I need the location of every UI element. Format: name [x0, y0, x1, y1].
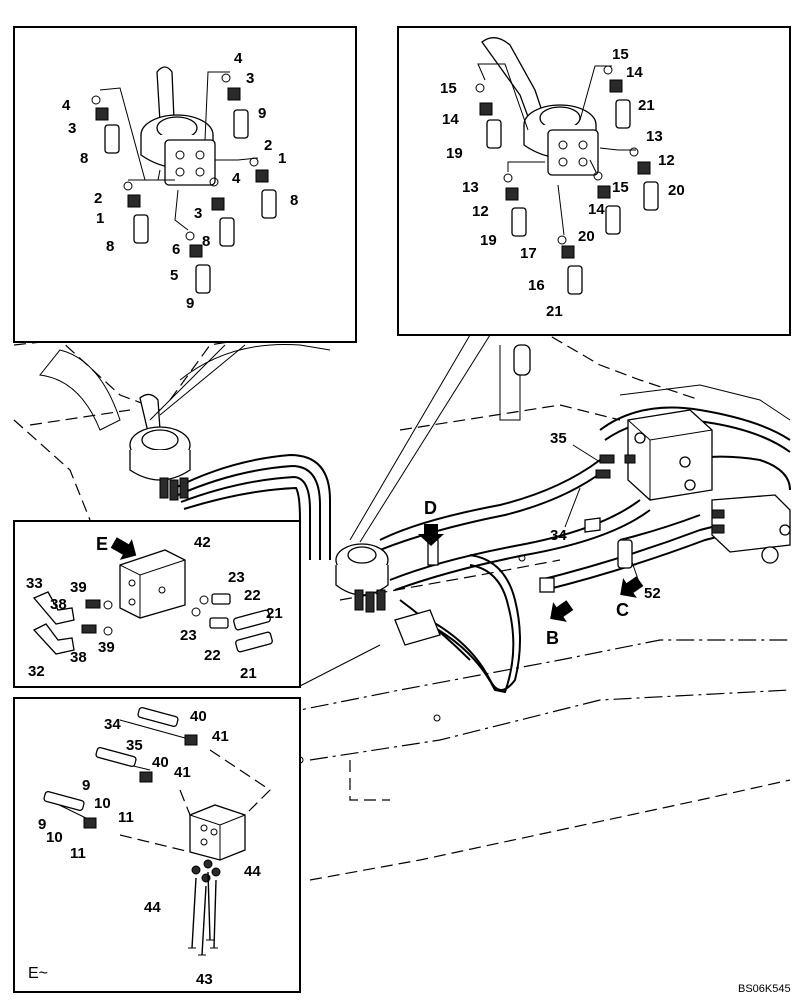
callout: 44: [244, 863, 261, 880]
callout: 40: [152, 754, 169, 771]
callout: 5: [170, 267, 178, 284]
callout: 17: [520, 245, 537, 262]
callout: 21: [240, 665, 257, 682]
callout-labels: 4 3 9 4 3 8 2 1 4 2 1 8 3 8 8 6 5 9 15 1…: [26, 46, 685, 988]
inset-e-detail: [13, 697, 301, 993]
callout: 8: [290, 192, 298, 209]
callout: 15: [612, 46, 629, 63]
callout: 38: [50, 596, 67, 613]
callout: 16: [528, 277, 545, 294]
callout: 4: [62, 97, 71, 114]
inset3-pointer: [299, 644, 381, 687]
view-e-arrow: [110, 537, 137, 560]
inset-view-e: [13, 520, 301, 688]
callout: 20: [668, 182, 685, 199]
view-arrow-d: [418, 524, 444, 546]
inset-left-pilot-valve: [13, 26, 357, 343]
callout: 2: [94, 190, 102, 207]
callout: 23: [180, 627, 197, 644]
inset2-pointer: [349, 334, 491, 543]
callout: 13: [646, 128, 663, 145]
callout: 6: [172, 241, 180, 258]
callout: 11: [70, 845, 86, 862]
callout: 43: [196, 971, 213, 988]
callout: 10: [46, 829, 63, 846]
left-pilot-valve: [129, 393, 191, 501]
callout: 14: [588, 201, 605, 218]
callout: 34: [550, 527, 567, 544]
callout: 8: [202, 233, 210, 250]
callout: 39: [98, 639, 115, 656]
callout: 19: [480, 232, 497, 249]
callout: 3: [68, 120, 76, 137]
callout: 2: [264, 137, 272, 154]
callout: 35: [126, 737, 143, 754]
callout: 15: [440, 80, 457, 97]
callout: 3: [246, 70, 254, 87]
callout: 9: [38, 816, 46, 833]
inset-right-pilot-valve: [397, 26, 791, 336]
callout: 40: [190, 708, 207, 725]
callout: 22: [244, 587, 261, 604]
callout: 42: [194, 534, 211, 551]
callout: 44: [144, 899, 161, 916]
callout: 4: [234, 50, 243, 67]
callout: 41: [174, 764, 191, 781]
view-label-d: D: [424, 498, 437, 518]
callout: 9: [82, 777, 90, 794]
callout: 11: [118, 809, 134, 826]
view-arrow-b: [550, 600, 574, 622]
callout: 23: [228, 569, 245, 586]
callout: 33: [26, 575, 43, 592]
callout: 41: [212, 728, 229, 745]
callout: 14: [442, 111, 459, 128]
callout: 10: [94, 795, 111, 812]
callout: 1: [96, 210, 104, 227]
callout: 1: [278, 150, 286, 167]
callout: 8: [80, 150, 88, 167]
hose-routing: [174, 406, 791, 694]
callout: 32: [28, 663, 45, 680]
callout: 15: [612, 179, 629, 196]
right-pilot-valve: [335, 543, 441, 646]
callout: 38: [70, 649, 87, 666]
view-label-b: B: [546, 628, 559, 648]
callout: 34: [104, 716, 121, 733]
callout: 9: [186, 295, 194, 312]
callout: 52: [644, 585, 661, 602]
callout: 20: [578, 228, 595, 245]
callout: 12: [658, 152, 675, 169]
callout: 39: [70, 579, 87, 596]
callout: 3: [194, 205, 202, 222]
callout: 14: [626, 64, 643, 81]
callout: 4: [232, 170, 241, 187]
callout: 9: [258, 105, 266, 122]
view-label-e: E: [96, 534, 108, 554]
callout: 19: [446, 145, 463, 162]
callout: 13: [462, 179, 479, 196]
view-arrows: [418, 524, 644, 622]
callout: 12: [472, 203, 489, 220]
detail-label-e: E~: [28, 965, 48, 982]
callout: 35: [550, 430, 567, 447]
view-arrow-c: [620, 576, 644, 598]
callout: 21: [546, 303, 563, 320]
callout: 8: [106, 238, 114, 255]
drawing-code: BS06K545: [738, 983, 791, 995]
control-valve-block: [427, 409, 791, 593]
inset1-pointer: [149, 344, 246, 421]
view-label-c: C: [616, 600, 629, 620]
callout: 21: [638, 97, 655, 114]
callout: 21: [266, 605, 283, 622]
main-leaders: [564, 444, 641, 586]
callout: 22: [204, 647, 221, 664]
